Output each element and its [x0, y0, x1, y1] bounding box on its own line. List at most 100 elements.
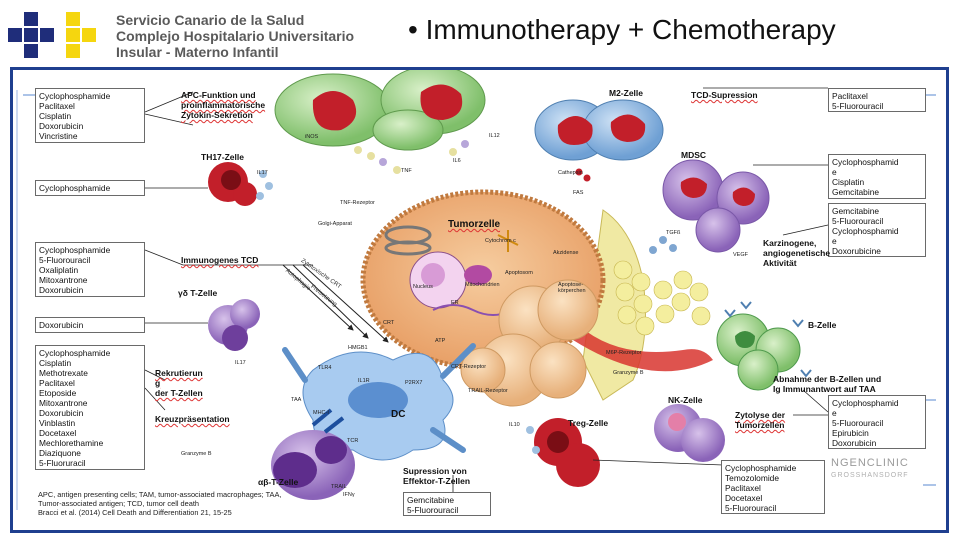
- drug-line: Vinblastin: [39, 418, 76, 428]
- label-line: körperchen: [558, 288, 586, 294]
- small-label: TRAIL: [331, 484, 347, 490]
- drug-line: Doxorubicin: [39, 408, 84, 418]
- label-line: APC-Funktion und: [181, 90, 256, 100]
- small-label: iNOS: [305, 134, 319, 140]
- label-cross-presentation: Kreuzpräsentation: [155, 414, 230, 424]
- org-line-2: Complejo Hospitalario Universitario: [116, 28, 355, 44]
- drug-line: Doxorubicine: [832, 246, 881, 256]
- drug-box-m2: Paclitaxel 5-Fluorouracil: [828, 88, 926, 112]
- drug-line: Doxorubicin: [39, 121, 84, 131]
- label-line: Supression von: [403, 466, 467, 476]
- drug-line: Cyclophosphamide: [39, 91, 111, 101]
- drug-line: Gemcitabine: [832, 206, 880, 216]
- caption-line: Bracci et al. (2014) Cell Death and Diff…: [38, 508, 232, 517]
- label-line: angiogenetische: [763, 248, 831, 258]
- drug-line: Mitoxantrone: [39, 275, 88, 285]
- label-ab-t: αβ-T-Zelle: [258, 477, 299, 487]
- drug-line: 5-Fluorouracil: [407, 505, 459, 515]
- drug-line: 5-Fluoruracil: [39, 458, 86, 468]
- th17-cell: [208, 162, 273, 206]
- drug-line: Cyclophosphamide: [725, 463, 797, 473]
- slide-title: • Immunotherapy + Chemotherapy: [408, 14, 836, 45]
- scs-logo: [8, 12, 96, 58]
- label-line: der T-Zellen: [155, 388, 203, 398]
- small-label: IFNγ: [343, 492, 355, 498]
- label-line: Rekrutierun: [155, 368, 203, 378]
- drug-line: Cyclophosphamide: [39, 245, 111, 255]
- drug-line: Paclitaxel: [39, 378, 75, 388]
- drug-box-suppression: Gemcitabine 5-Fluorouracil: [403, 492, 491, 516]
- drug-line: 5-Fluorouracil: [832, 418, 884, 428]
- drug-line: Cyclophosphamide: [39, 348, 111, 358]
- small-label: Granzyme B: [181, 451, 212, 457]
- small-label-apoptotic: Apoptose- körperchen: [558, 282, 586, 294]
- label-line: Karzinogene,: [763, 238, 817, 248]
- drug-line: Mechlorethamine: [39, 438, 104, 448]
- drug-box-apc: Cyclophosphamide Paclitaxel Cisplatin Do…: [35, 88, 145, 143]
- drug-line: Oxaliplatin: [39, 265, 79, 275]
- drug-line: Doxorubicin: [832, 438, 877, 448]
- small-label: TNF-Rezeptor: [340, 200, 375, 206]
- drug-line: 5-Fluorouracil: [832, 216, 884, 226]
- label-suppression: Supression von Effektor-T-Zellen: [403, 466, 470, 486]
- figure-frame: Cyclophosphamide Paclitaxel Cisplatin Do…: [10, 67, 949, 533]
- drug-line: Cisplatin: [39, 358, 72, 368]
- label-b-cell-decrease: Abnahme der B-Zellen und Ig Immunantwort…: [773, 374, 881, 394]
- drug-line: Doxorubicin: [39, 285, 84, 295]
- small-label: HMGB1: [348, 345, 368, 351]
- label-mdsc: MDSC: [681, 150, 707, 160]
- small-label: TLR4: [318, 365, 332, 371]
- drug-line: Docetaxel: [39, 428, 77, 438]
- caption-line: Tumor-associated antigen; TCD, tumor cel…: [38, 499, 200, 508]
- org-line-1: Servicio Canario de la Salud: [116, 12, 305, 28]
- drug-line: Cyclophosphamide: [39, 183, 111, 193]
- drug-box-th17: Cyclophosphamide: [35, 180, 145, 196]
- drug-line: Paclitaxel: [832, 91, 868, 101]
- drug-line: Temozolomide: [725, 473, 779, 483]
- drug-box-gd-t: Doxorubicin: [35, 317, 145, 333]
- label-b-cell: B-Zelle: [808, 320, 837, 330]
- small-label: VEGF: [733, 252, 748, 258]
- label-treg: Treg-Zelle: [568, 418, 609, 428]
- label-line: Ig Immunantwort auf TAA: [773, 384, 876, 394]
- small-label: IL12: [489, 133, 500, 139]
- label-nk: NK-Zelle: [668, 395, 703, 405]
- label-th17: TH17-Zelle: [201, 152, 244, 162]
- label-cytolysis: Zytolyse der Tumorzellen: [735, 410, 785, 430]
- small-label: ER: [451, 300, 459, 306]
- treg-cells: [526, 418, 600, 487]
- small-label: CRT: [383, 320, 395, 326]
- drug-box-immunogenic-tcd: Cyclophosphamide 5-Fluorouracil Oxalipla…: [35, 242, 145, 297]
- caption-line: APC, antigen presenting cells; TAM, tumo…: [38, 490, 282, 499]
- drug-line: Doxorubicin: [39, 320, 84, 330]
- label-line: Abnahme der B-Zellen und: [773, 374, 882, 384]
- drug-line: Methotrexate: [39, 368, 88, 378]
- drug-line: Cyclophosphamid: [832, 226, 899, 236]
- small-label: IL6: [453, 158, 461, 164]
- label-gd-t: γδ T-Zelle: [178, 288, 218, 298]
- small-label: Apoptosom: [505, 270, 533, 276]
- small-label: MHC-I: [313, 410, 329, 416]
- label-line: Zytokin-Sekretion: [181, 110, 253, 120]
- small-label: CRT-Rezeptor: [451, 364, 487, 370]
- figure-caption: APC, antigen presenting cells; TAM, tumo…: [38, 490, 281, 517]
- label-line: Zytolyse der: [735, 410, 786, 420]
- small-label: ATP: [435, 338, 446, 344]
- small-label: TGFß: [666, 230, 681, 236]
- label-line: g: [155, 378, 161, 388]
- drug-line: Epirubicin: [832, 428, 869, 438]
- label-line: proinflammatorische: [181, 100, 266, 110]
- org-line-3: Insular - Materno Infantil: [116, 44, 279, 60]
- mdsc-cells: [649, 159, 770, 254]
- apoptotic-bodies: [460, 279, 599, 407]
- small-label: IL10: [509, 422, 520, 428]
- label-line: Tumorzellen: [735, 420, 785, 430]
- drug-line: Cisplatin: [39, 111, 72, 121]
- ab-t-cell: [271, 408, 355, 500]
- small-label: Akzidense: [553, 250, 579, 256]
- dendritic-cell: [282, 343, 476, 463]
- nk-cells: [654, 404, 725, 462]
- small-label: Golgi-Apparat: [318, 221, 352, 227]
- gd-t-cell: [208, 299, 260, 351]
- small-label: Cytochrom c: [485, 238, 516, 244]
